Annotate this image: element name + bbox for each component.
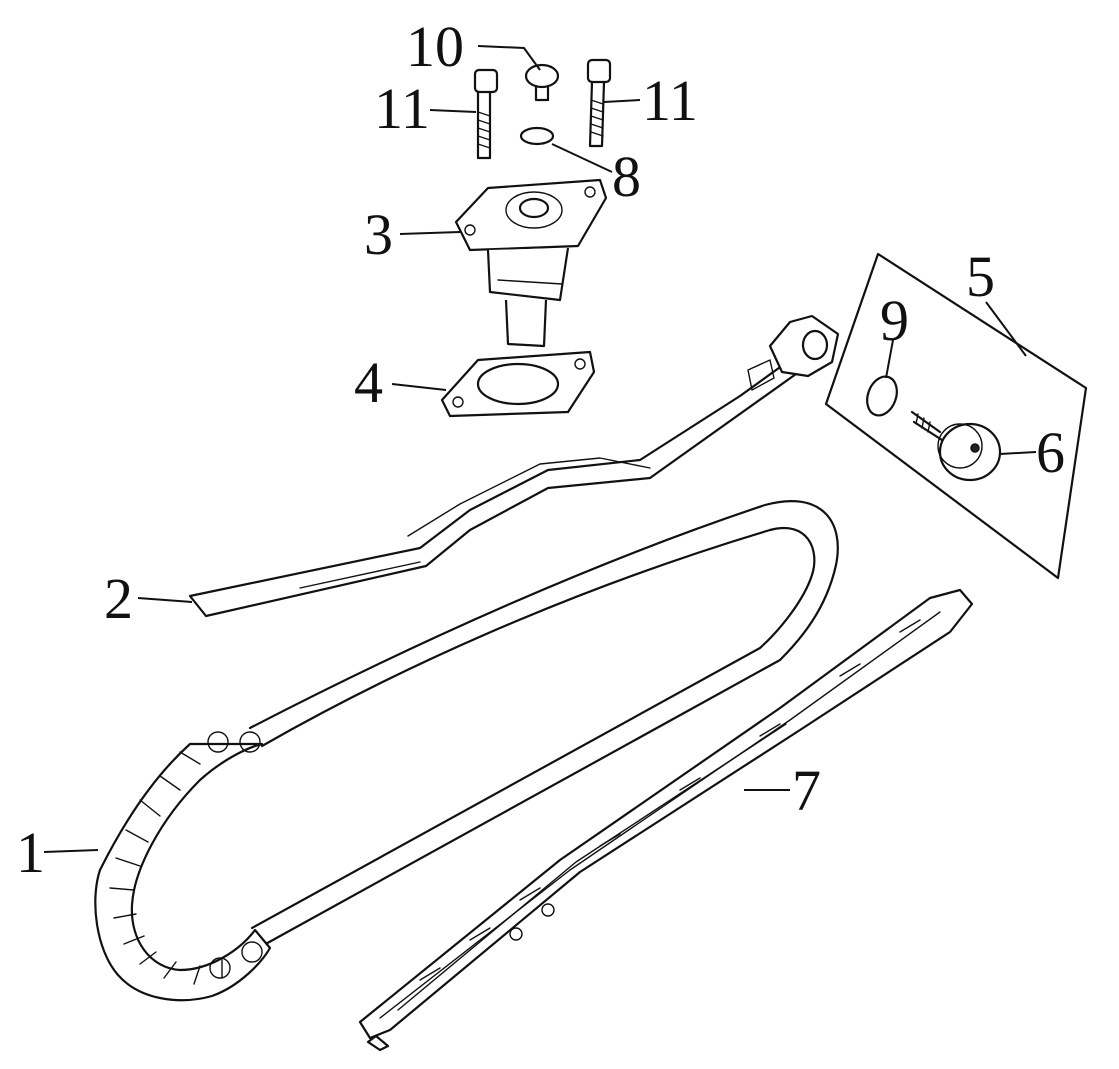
callout-3: 3 [364, 202, 393, 267]
callout-11-left: 11 [374, 76, 430, 141]
leader-6 [999, 451, 1037, 455]
leader-11-left [429, 109, 477, 113]
callout-1: 1 [16, 820, 45, 885]
callout-8: 8 [612, 144, 641, 209]
leader-8 [551, 143, 613, 173]
leader-3 [399, 231, 461, 235]
leader-2 [137, 597, 193, 603]
bolt-right [586, 58, 612, 148]
callout-6: 6 [1036, 420, 1065, 485]
tensioner-guide [188, 314, 840, 618]
leader-1 [43, 849, 99, 853]
o-ring-pivot [866, 375, 898, 417]
lifter-gasket [440, 350, 596, 418]
leader-5 [985, 301, 1027, 357]
bolt-left [473, 68, 499, 160]
chain-guide [358, 588, 974, 1052]
leader-10 [477, 45, 541, 71]
o-ring-top [519, 126, 555, 146]
callout-5: 5 [966, 244, 995, 309]
callout-2: 2 [104, 566, 133, 631]
tensioner-lifter [454, 178, 608, 348]
callout-4: 4 [354, 350, 383, 415]
leader-9 [885, 339, 894, 379]
pivot-bolt [910, 410, 1002, 482]
cam-chain [94, 500, 839, 1002]
sealing-bolt [524, 63, 560, 102]
callout-9: 9 [880, 288, 909, 353]
callout-11-right: 11 [642, 68, 698, 133]
pivot-bolt-set-frame [824, 252, 1088, 580]
leader-11-right [603, 99, 641, 103]
callout-7: 7 [792, 758, 821, 823]
leader-4 [391, 383, 447, 391]
callout-10: 10 [406, 14, 464, 79]
